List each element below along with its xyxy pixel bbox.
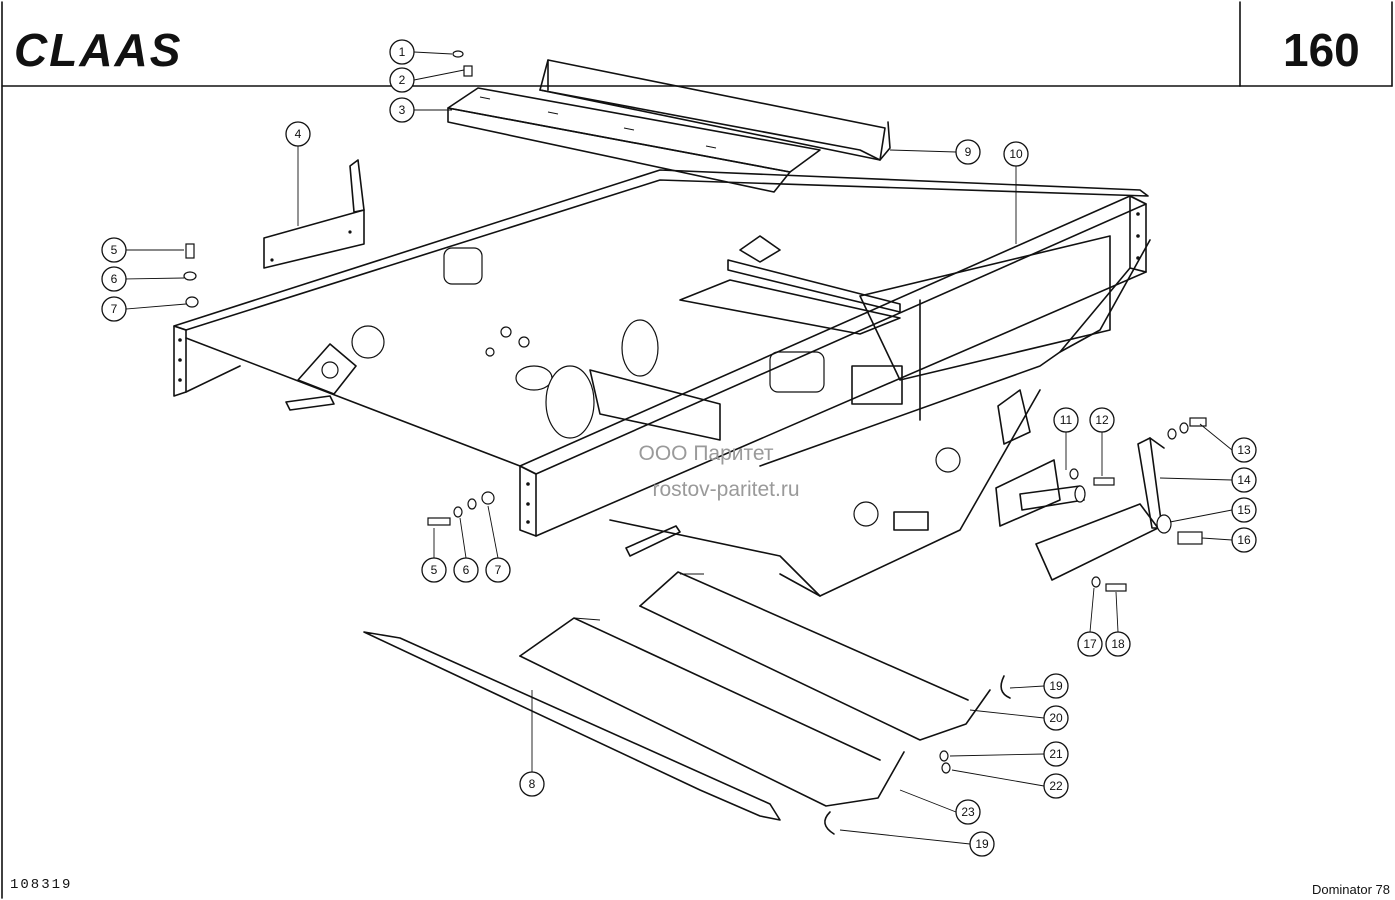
svg-text:6: 6: [463, 563, 470, 577]
right-side-frame: [519, 195, 1151, 597]
left-fasteners: [183, 243, 495, 526]
bearing-plate: [995, 459, 1086, 527]
brand-logo: CLAAS: [14, 24, 182, 76]
svg-text:15: 15: [1237, 503, 1251, 517]
svg-text:10: 10: [1009, 147, 1023, 161]
trough-cover-20: [639, 571, 991, 741]
callout-9: 9: [955, 139, 981, 165]
callout-5-left: 5: [101, 237, 127, 263]
callout-15: 15: [1231, 497, 1257, 523]
side-bracket: [263, 159, 365, 269]
callout-18: 18: [1105, 631, 1131, 657]
svg-text:4: 4: [295, 127, 302, 141]
svg-text:13: 13: [1237, 443, 1251, 457]
svg-text:18: 18: [1111, 637, 1125, 651]
callout-5-bottom: 5: [421, 557, 447, 583]
callout-6-bottom: 6: [453, 557, 479, 583]
svg-text:2: 2: [399, 73, 406, 87]
svg-text:1: 1: [399, 45, 406, 59]
upper-cover-plate: [447, 87, 821, 193]
callout-19-upper: 19: [1043, 673, 1069, 699]
callout-21: 21: [1043, 741, 1069, 767]
trough-cover-23: [519, 617, 905, 807]
callout-6-left: 6: [101, 266, 127, 292]
callout-13: 13: [1231, 437, 1257, 463]
model-name: Dominator 78: [1312, 882, 1390, 897]
callout-4: 4: [285, 121, 311, 147]
top-fasteners: [452, 50, 473, 77]
callout-22: 22: [1043, 773, 1069, 799]
watermark-url: rostov-paritet.ru: [652, 478, 799, 501]
svg-text:12: 12: [1095, 413, 1109, 427]
mount-bracket-14: [1035, 437, 1165, 581]
drawing-number: 108319: [10, 877, 72, 893]
right-fasteners: [1069, 417, 1207, 592]
svg-text:8: 8: [529, 777, 536, 791]
page-number: 160: [1283, 24, 1360, 76]
svg-text:16: 16: [1237, 533, 1251, 547]
svg-text:6: 6: [111, 272, 118, 286]
svg-text:9: 9: [965, 145, 972, 159]
callout-12: 12: [1089, 407, 1115, 433]
svg-text:11: 11: [1060, 413, 1073, 427]
svg-text:19: 19: [975, 837, 989, 851]
svg-text:7: 7: [111, 302, 118, 316]
callout-17: 17: [1077, 631, 1103, 657]
callout-14: 14: [1231, 467, 1257, 493]
svg-text:14: 14: [1237, 473, 1251, 487]
svg-text:7: 7: [495, 563, 502, 577]
svg-text:19: 19: [1049, 679, 1063, 693]
svg-text:5: 5: [111, 243, 118, 257]
left-side-wall: [173, 169, 1149, 467]
callout-1: 1: [389, 39, 415, 65]
bottom-clips: [824, 675, 1011, 835]
callout-2: 2: [389, 67, 415, 93]
watermark-company: ООО Паритет: [638, 442, 773, 465]
svg-text:22: 22: [1049, 779, 1063, 793]
callout-7-left: 7: [101, 296, 127, 322]
top-angle-bar: [539, 59, 891, 161]
leader-lines: [125, 51, 1233, 845]
callout-19-lower: 19: [969, 831, 995, 857]
svg-text:17: 17: [1083, 637, 1097, 651]
svg-text:3: 3: [399, 103, 406, 117]
svg-text:20: 20: [1049, 711, 1063, 725]
callout-16: 16: [1231, 527, 1257, 553]
callout-8: 8: [519, 771, 545, 797]
svg-text:5: 5: [431, 563, 438, 577]
callout-3: 3: [389, 97, 415, 123]
callout-23: 23: [955, 799, 981, 825]
long-strip-8: [363, 631, 781, 821]
callout-7-bottom: 7: [485, 557, 511, 583]
svg-text:23: 23: [961, 805, 975, 819]
callout-11: 11: [1053, 407, 1079, 433]
centre-chassis: [545, 235, 1111, 441]
svg-text:21: 21: [1049, 747, 1063, 761]
callout-10: 10: [1003, 141, 1029, 167]
callout-20: 20: [1043, 705, 1069, 731]
